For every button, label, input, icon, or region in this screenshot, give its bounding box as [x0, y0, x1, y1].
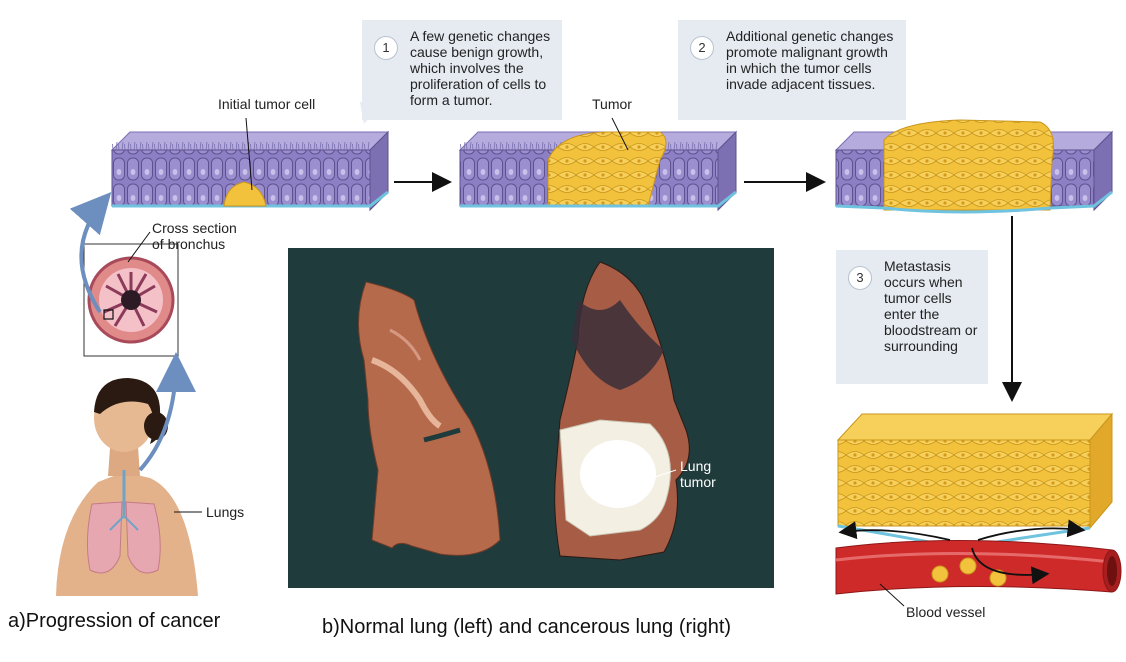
step-1-number: 1 — [374, 36, 398, 60]
tumor-leader — [611, 117, 629, 151]
lungs-label: Lungs — [206, 504, 245, 520]
caption-b: b)Normal lung (left) and cancerous lung … — [322, 616, 732, 638]
blood-vessel-label: Blood vessel — [906, 604, 986, 620]
bloodstream-arrow — [971, 547, 1050, 585]
step-2-callout: 2 Additional genetic changes promote mal… — [678, 20, 906, 120]
tissue-block-malignant — [834, 119, 1114, 214]
blood-vessel-leader — [879, 583, 905, 607]
zoom-arrow-bronchus-to-tissue — [69, 192, 112, 314]
lung-tumor-leader — [651, 469, 677, 479]
lung-photo — [288, 248, 774, 588]
woman-illustration — [56, 378, 198, 596]
tissue-block-initial — [110, 130, 390, 212]
step-2-number: 2 — [690, 36, 714, 60]
step-3-callout: 3 Metastasis occurs when tumor cells ent… — [836, 250, 988, 384]
initial-tumor-cell-label: Initial tumor cell — [218, 96, 316, 112]
zoom-arrow-lungs-to-bronchus — [138, 352, 196, 472]
tissue-block-metastasis — [836, 412, 1114, 550]
bronchus-inset — [83, 243, 179, 357]
lung-tumor-label: Lung tumor — [680, 458, 716, 490]
initial-tumor-leader — [245, 117, 253, 191]
step-3-text: Metastasis occurs when tumor cells enter… — [884, 258, 978, 354]
step-1-callout: 1 A few genetic changes cause benign gro… — [362, 20, 562, 120]
cross-section-leader — [127, 231, 151, 263]
tumor-label: Tumor — [592, 96, 632, 112]
caption-a: a)Progression of cancer — [8, 610, 221, 632]
step-2-text: Additional genetic changes promote malig… — [726, 28, 894, 92]
step-3-number: 3 — [848, 266, 872, 290]
step-1-text: A few genetic changes cause benign growt… — [410, 28, 551, 108]
invasion-arrow-left — [838, 521, 951, 541]
blood-vessel — [835, 539, 1122, 595]
cross-section-label: Cross section of bronchus — [152, 220, 237, 252]
invasion-arrow-right — [977, 519, 1086, 541]
tissue-block-benign — [458, 130, 738, 212]
